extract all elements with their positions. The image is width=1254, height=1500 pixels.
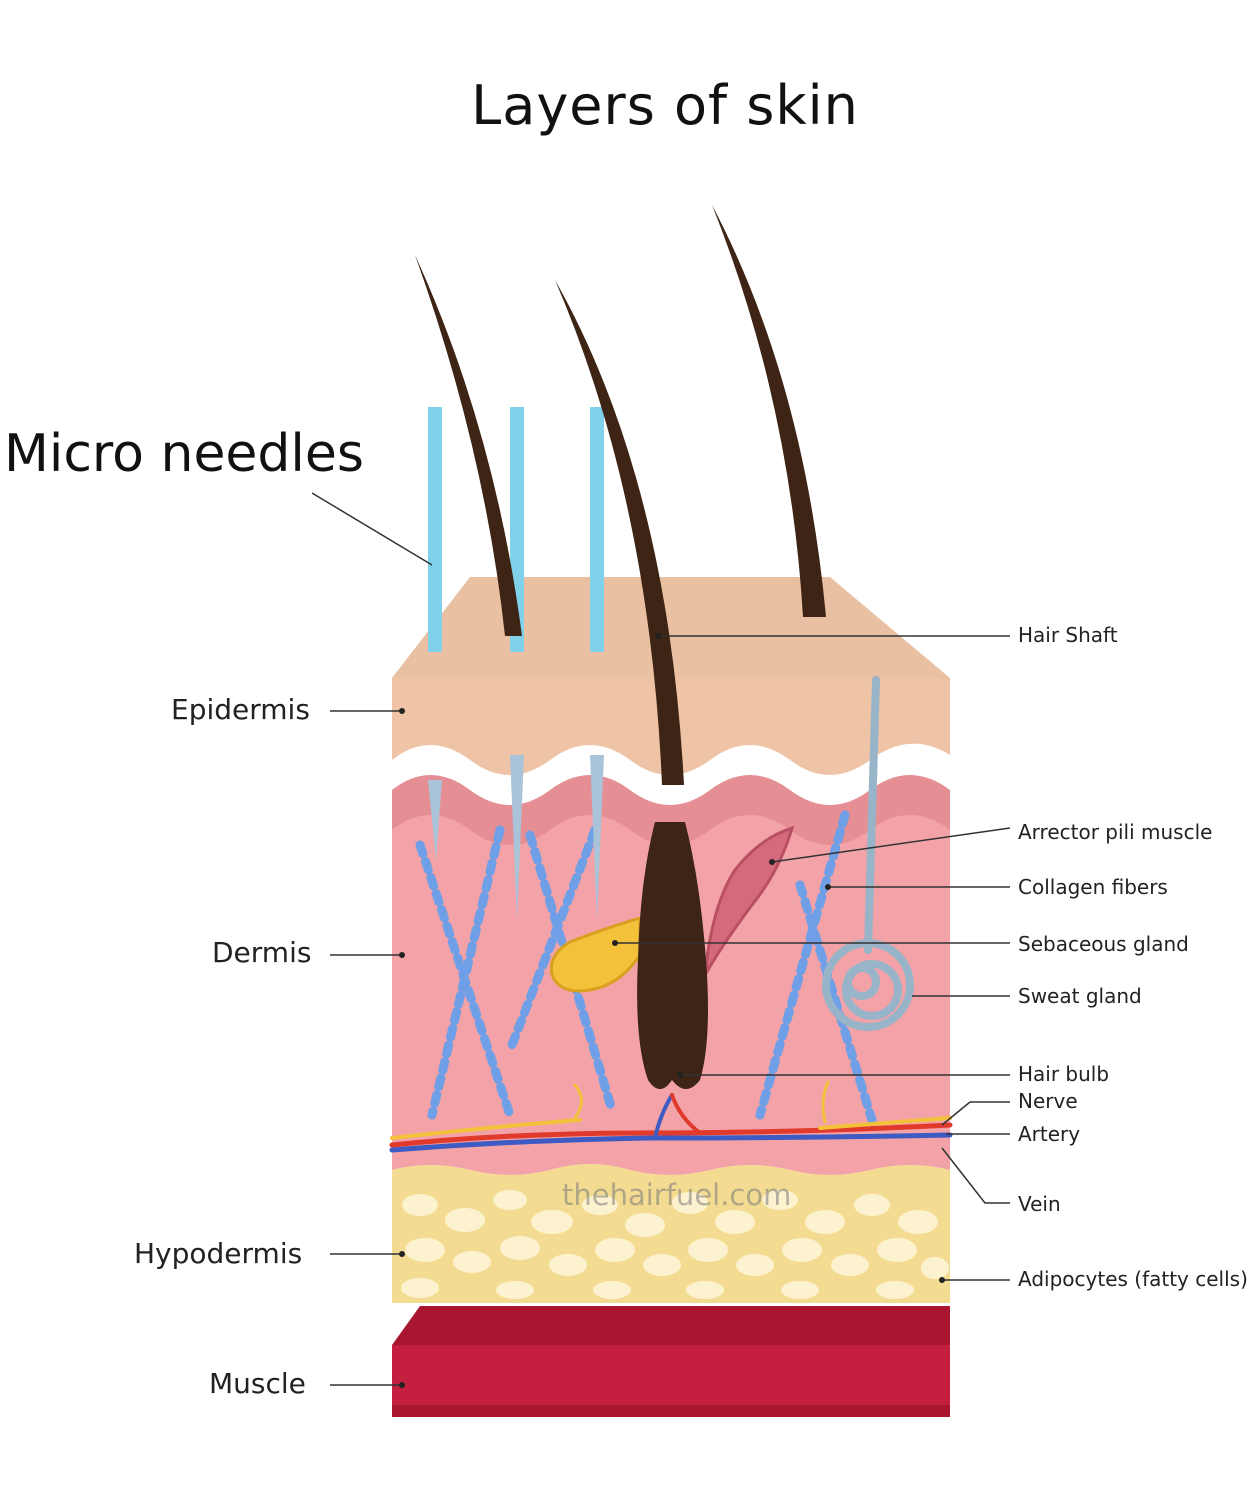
- sebaceous-gland: [549, 915, 642, 993]
- sebaceous-gland-label: Sebaceous gland: [1018, 932, 1189, 956]
- hair-bulb-label: Hair bulb: [1018, 1062, 1110, 1086]
- hair-bulb: [637, 822, 708, 1089]
- vein-label: Vein: [1018, 1192, 1061, 1216]
- micro-needles: [428, 407, 604, 920]
- artery-label: Artery: [1018, 1122, 1081, 1146]
- sweat-gland-label: Sweat gland: [1018, 984, 1142, 1008]
- epidermis-label: Epidermis: [171, 693, 310, 726]
- collagen-fibers-label: Collagen fibers: [1018, 875, 1168, 899]
- nerve-label: Nerve: [1018, 1089, 1078, 1113]
- leader-lines: [311, 492, 1011, 1386]
- micro-needles-label: Micro needles: [4, 424, 364, 484]
- hypodermis-label: Hypodermis: [134, 1237, 303, 1270]
- sweat-gland: [822, 676, 914, 1031]
- blood-vessels: [389, 1080, 953, 1153]
- hair-shaft-label: Hair Shaft: [1018, 623, 1118, 647]
- watermark: thehairfuel.com: [562, 1178, 792, 1212]
- page-title: Layers of skin: [471, 74, 859, 137]
- muscle-label: Muscle: [209, 1367, 306, 1400]
- leader-dots: [399, 633, 945, 1388]
- arrector-pili-label: Arrector pili muscle: [1018, 820, 1213, 844]
- muscle-layer: [392, 1306, 950, 1417]
- dermis-label: Dermis: [212, 936, 312, 969]
- hypodermis-layer: [392, 1164, 950, 1303]
- adipocytes-label: Adipocytes (fatty cells): [1018, 1267, 1248, 1291]
- hair-shafts: [415, 205, 826, 785]
